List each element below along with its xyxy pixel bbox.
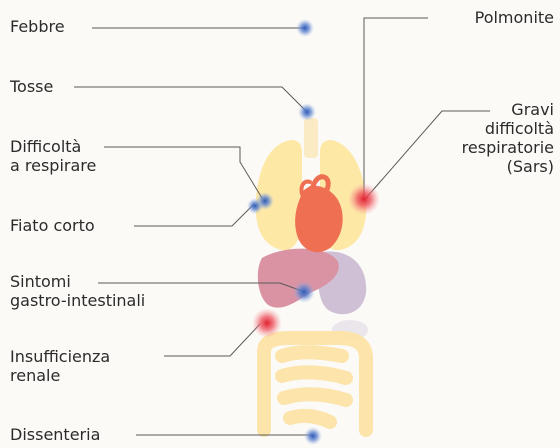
label-sintomi-line2: gastro-intestinali [10, 291, 145, 310]
marker-insufficienza [252, 308, 282, 338]
label-gravi-line1: Gravi [462, 100, 554, 119]
label-sintomi-line1: Sintomi [10, 272, 145, 291]
label-gravi-line4: (Sars) [462, 157, 554, 176]
marker-dissenteria [304, 427, 322, 445]
label-difficolta-line2: a respirare [10, 156, 96, 175]
intestines [264, 338, 366, 430]
label-gravi-line3: respiratorie [462, 138, 554, 157]
marker-fiato [247, 198, 263, 214]
label-gravi-line2: difficoltà [462, 119, 554, 138]
marker-sintomi [293, 281, 315, 303]
marker-tosse [298, 103, 316, 121]
label-sintomi: Sintomi gastro-intestinali [10, 272, 145, 310]
label-febbre: Febbre [10, 17, 65, 36]
marker-polmonite-sars [348, 183, 380, 215]
label-polmonite: Polmonite [475, 8, 554, 27]
label-dissenteria: Dissenteria [10, 425, 100, 444]
label-insufficienza-line1: Insufficienza [10, 347, 110, 366]
label-difficolta: Difficoltà a respirare [10, 137, 96, 175]
label-difficolta-line1: Difficoltà [10, 137, 96, 156]
label-fiato-corto: Fiato corto [10, 216, 95, 235]
marker-febbre [296, 19, 314, 37]
label-insufficienza: Insufficienza renale [10, 347, 110, 385]
label-tosse: Tosse [10, 77, 53, 96]
label-gravi: Gravi difficoltà respiratorie (Sars) [462, 100, 554, 176]
label-insufficienza-line2: renale [10, 366, 110, 385]
